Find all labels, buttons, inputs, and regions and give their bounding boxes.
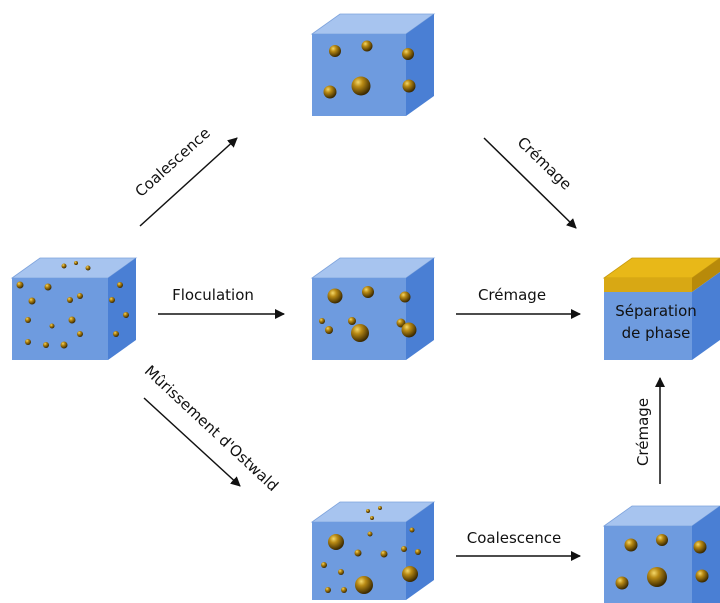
- phase-separation-label-line1: Séparation: [615, 302, 697, 320]
- label-coalescence-bottom: Coalescence: [467, 529, 562, 547]
- cube-initial-emulsion: [10, 257, 138, 360]
- cube-flocculation: [310, 257, 436, 360]
- cube-ostwald-ripening: [310, 501, 436, 600]
- phase-separation-box: Séparation de phase: [602, 257, 720, 360]
- arrow-coalescence-top: [139, 137, 238, 227]
- phase-separation-label-line2: de phase: [622, 324, 691, 342]
- label-coalescence-top: Coalescence: [132, 124, 214, 201]
- label-creaming-middle: Crémage: [478, 286, 546, 304]
- arrow-creaming-top: [483, 137, 577, 229]
- label-ostwald-ripening: Mûrissement d'Ostwald: [141, 362, 282, 495]
- cube-coalescence-after-ripening: [602, 505, 720, 603]
- label-creaming-vertical: Crémage: [634, 398, 652, 466]
- label-flocculation: Floculation: [172, 286, 254, 304]
- arrow-ostwald-ripening: [143, 397, 241, 487]
- label-creaming-top: Crémage: [514, 133, 575, 193]
- cube-coalescence: [310, 13, 436, 116]
